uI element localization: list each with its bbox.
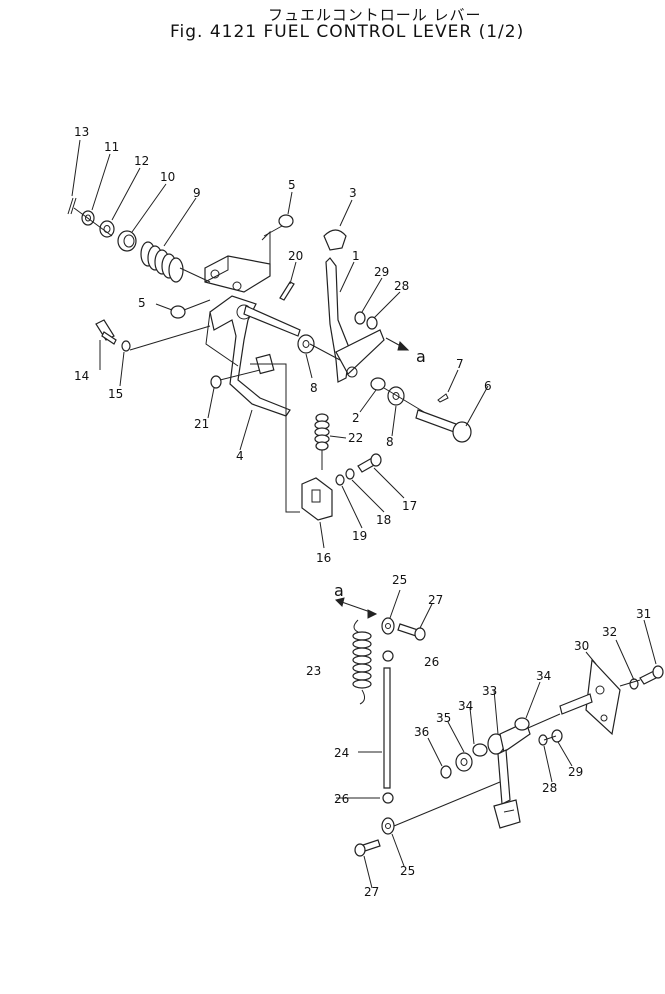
return-spring-part: [314, 413, 330, 470]
callout-25: 25: [400, 864, 415, 878]
callout-5: 5: [138, 296, 146, 310]
callout-19: 19: [352, 529, 367, 543]
callout-34: 34: [536, 669, 551, 683]
washer-part: [345, 468, 355, 480]
bolt-part: [354, 839, 381, 857]
washer-part: [99, 220, 115, 238]
callout-34: 34: [458, 699, 473, 713]
callout-11: 11: [104, 140, 119, 154]
lever-arm-part: [487, 721, 531, 829]
bushing-part: [278, 214, 294, 228]
spring-pin-part: [279, 281, 295, 301]
control-rod-part: [383, 667, 391, 789]
callout-32: 32: [602, 625, 617, 639]
callout-labels: 13 11 12 10 9 5 3 20 1 29 28 5 14 15 8 7…: [74, 125, 651, 899]
callout-27: 27: [428, 593, 443, 607]
reference-arrow: [335, 597, 378, 619]
bolt-part: [397, 623, 426, 641]
washer-part: [455, 752, 473, 772]
callout-33: 33: [482, 684, 497, 698]
washer-part: [387, 386, 405, 406]
bolt-part: [357, 453, 382, 473]
callout-1: 1: [352, 249, 360, 263]
callout-4: 4: [236, 449, 244, 463]
callout-18: 18: [376, 513, 391, 527]
nut-part: [551, 729, 563, 743]
cotter-pin-part: [67, 197, 77, 215]
callout-28: 28: [542, 781, 557, 795]
reference-letter-lower: a: [334, 581, 344, 600]
lever-bracket-part: [559, 658, 621, 736]
callout-36: 36: [414, 725, 429, 739]
nut-part: [440, 765, 452, 779]
callout-10: 10: [160, 170, 175, 184]
callout-26: 26: [424, 655, 439, 669]
callout-15: 15: [108, 387, 123, 401]
callout-13: 13: [74, 125, 89, 139]
tension-spring-part: [352, 619, 372, 705]
callout-24: 24: [334, 746, 349, 760]
callout-6: 6: [484, 379, 492, 393]
callout-9: 9: [193, 186, 201, 200]
callout-27: 27: [364, 885, 379, 899]
bushing-part: [170, 305, 186, 319]
callout-8: 8: [310, 381, 318, 395]
callout-21: 21: [194, 417, 209, 431]
callout-22: 22: [348, 431, 363, 445]
callout-16: 16: [316, 551, 331, 565]
washer-part: [538, 734, 548, 746]
mounting-bracket-part: [301, 477, 333, 521]
reference-arrow: [385, 337, 410, 351]
bushing-part: [472, 743, 488, 757]
washer-part: [366, 316, 378, 330]
callout-35: 35: [436, 711, 451, 725]
nut-part: [354, 311, 366, 325]
bushing-part: [514, 717, 530, 731]
nut-part: [210, 375, 222, 389]
callout-7: 7: [456, 357, 464, 371]
callout-28: 28: [394, 279, 409, 293]
ball-joint-part: [381, 817, 395, 835]
nut-part: [382, 650, 394, 662]
spring-seat-part: [117, 230, 137, 252]
callout-12: 12: [134, 154, 149, 168]
washer-part: [297, 334, 315, 354]
bolt-part: [639, 665, 664, 685]
bolt-part: [95, 319, 117, 345]
callout-30: 30: [574, 639, 589, 653]
callout-3: 3: [349, 186, 357, 200]
callout-20: 20: [288, 249, 303, 263]
callout-25: 25: [392, 573, 407, 587]
callout-31: 31: [636, 607, 651, 621]
reference-letter-upper: a: [416, 347, 426, 366]
shoulder-bolt-part: [415, 409, 472, 443]
callout-23: 23: [306, 664, 321, 678]
coil-spring-part: [140, 241, 184, 283]
callout-29: 29: [374, 265, 389, 279]
washer-part: [335, 474, 345, 486]
callout-8: 8: [386, 435, 394, 449]
callout-5: 5: [288, 178, 296, 192]
bushing-part: [370, 377, 386, 391]
callout-leaders: [71, 139, 657, 889]
callout-29: 29: [568, 765, 583, 779]
callout-17: 17: [402, 499, 417, 513]
figure-title: Fig. 4121 FUEL CONTROL LEVER (1/2): [170, 22, 525, 42]
pivot-bracket-part: [204, 230, 271, 293]
ball-joint-part: [381, 617, 395, 635]
callout-2: 2: [352, 411, 360, 425]
lever-shaft-part: [243, 305, 301, 337]
control-lever-part: [325, 257, 385, 383]
nut-part: [382, 792, 394, 804]
figure-title-japanese: フュエルコントロール レバー: [268, 6, 482, 24]
washer-part: [121, 340, 131, 352]
knob-part: [323, 229, 347, 251]
callout-14: 14: [74, 369, 89, 383]
callout-26: 26: [334, 792, 349, 806]
split-pin-part: [437, 393, 449, 403]
